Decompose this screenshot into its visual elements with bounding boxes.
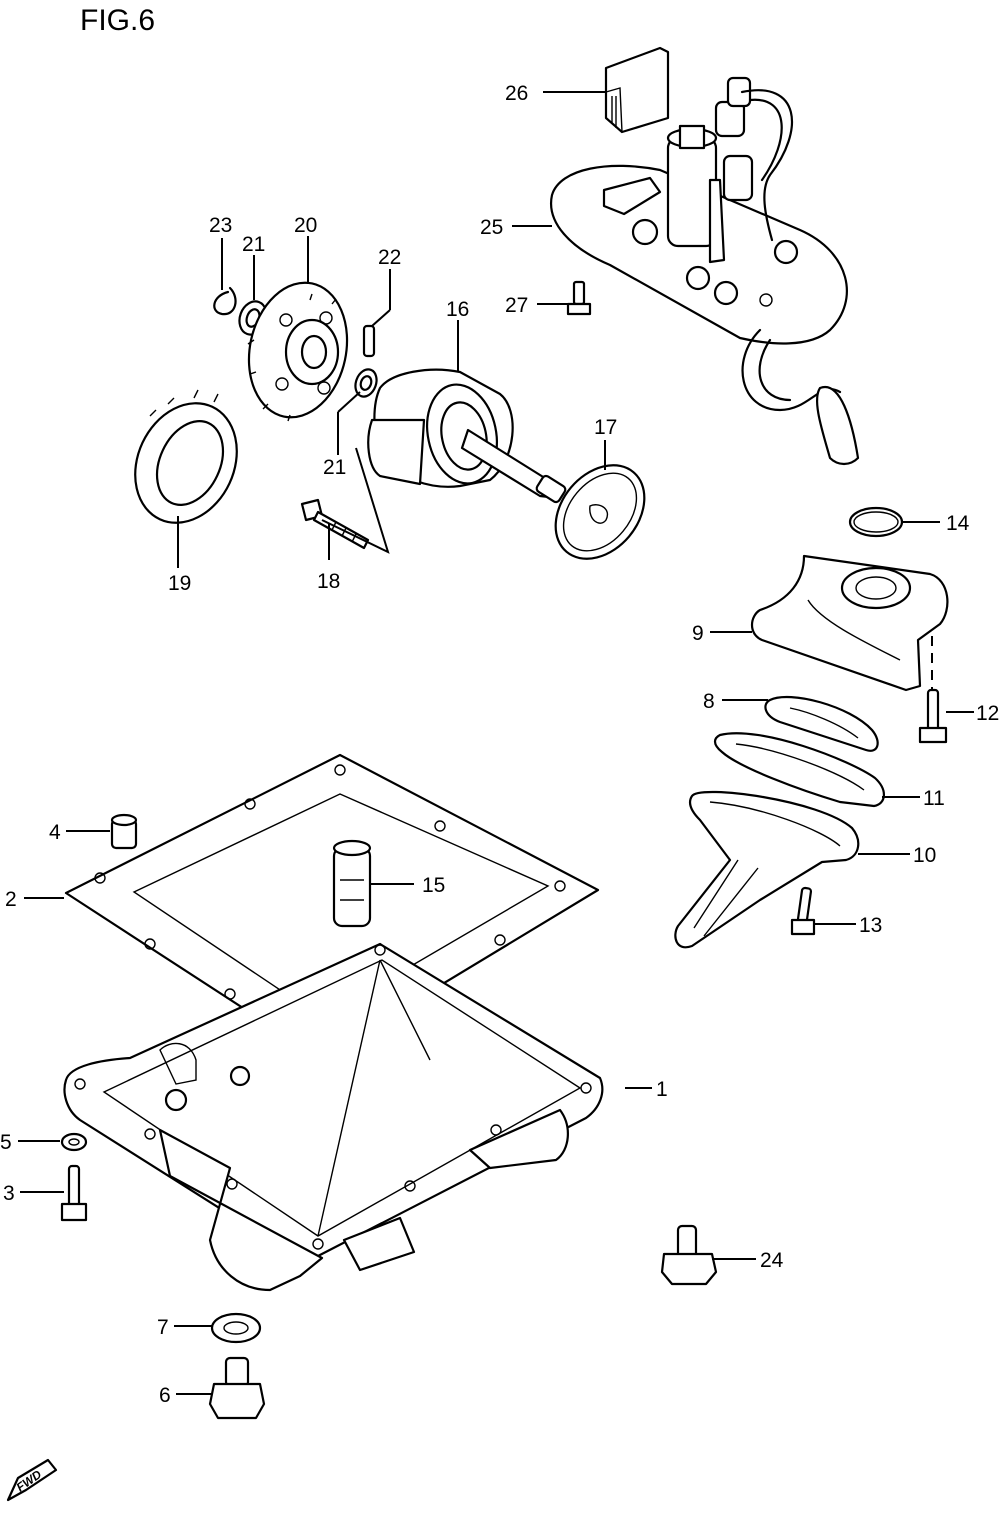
callout-14: 14 [946,512,970,535]
callout-24: 24 [760,1249,784,1272]
callout-18: 18 [317,570,340,593]
callout-9: 9 [692,622,704,645]
callout-25: 25 [480,216,503,239]
callout-21-upper: 21 [242,233,265,256]
part-1-oil-pan [63,942,604,1292]
part-6-drain-plug [208,1356,266,1420]
part-14-o-ring-inner [853,511,899,533]
callout-17: 17 [594,416,617,439]
callout-21-lower: 21 [323,456,346,479]
part-11-gasket [713,732,885,808]
callout-20: 20 [294,214,317,237]
guide-line-18 [321,447,390,554]
part-12-bolt [918,688,948,744]
part-3-bolt [60,1164,88,1222]
callout-22: 22 [378,246,401,269]
callout-16: 16 [446,298,469,321]
part-21-washer-lower [354,368,378,398]
callout-1: 1 [656,1078,668,1101]
part-24-plug [660,1224,718,1286]
callout-10: 10 [913,844,936,867]
callout-7: 7 [157,1316,169,1339]
callout-4: 4 [49,821,61,844]
part-2-gasket [64,753,600,1060]
callout-27: 27 [505,294,528,317]
callout-6: 6 [159,1384,171,1407]
part-16-oil-pump [367,368,567,504]
part-17-strainer [554,464,646,560]
callout-19: 19 [168,572,191,595]
callout-15: 15 [422,874,445,897]
part-10-oil-pickup [674,790,860,949]
callout-13: 13 [859,914,882,937]
part-4-sleeve [110,813,138,850]
part-9-strainer-body [750,554,949,692]
part-8-strainer-mesh [764,695,879,752]
callout-5: 5 [0,1131,12,1154]
callout-12: 12 [976,702,999,725]
part-18-bolt [300,498,370,550]
callout-23: 23 [209,214,232,237]
callout-2: 2 [5,888,17,911]
part-5-washer [60,1132,88,1152]
callout-26: 26 [505,82,528,105]
part-23-circlip [213,286,237,316]
part-13-bolt [790,886,816,936]
part-22-pin [362,324,376,358]
leader-21b-d [337,391,361,413]
part-15-relief-valve [332,839,372,928]
callout-8: 8 [703,690,715,713]
fwd-arrow-badge: FWD [6,1458,58,1502]
part-7-drain-washer [210,1312,262,1344]
part-27-bolt [566,280,592,316]
callout-11: 11 [923,787,945,810]
part-25-fuel-pump [549,76,860,466]
part-20-sprocket [247,281,349,422]
figure-title: FIG.6 [80,4,155,37]
leader-22-d [371,309,391,327]
callout-3: 3 [3,1182,15,1205]
part-26-bracket [604,46,670,134]
part-19-gear-ring [134,389,238,524]
